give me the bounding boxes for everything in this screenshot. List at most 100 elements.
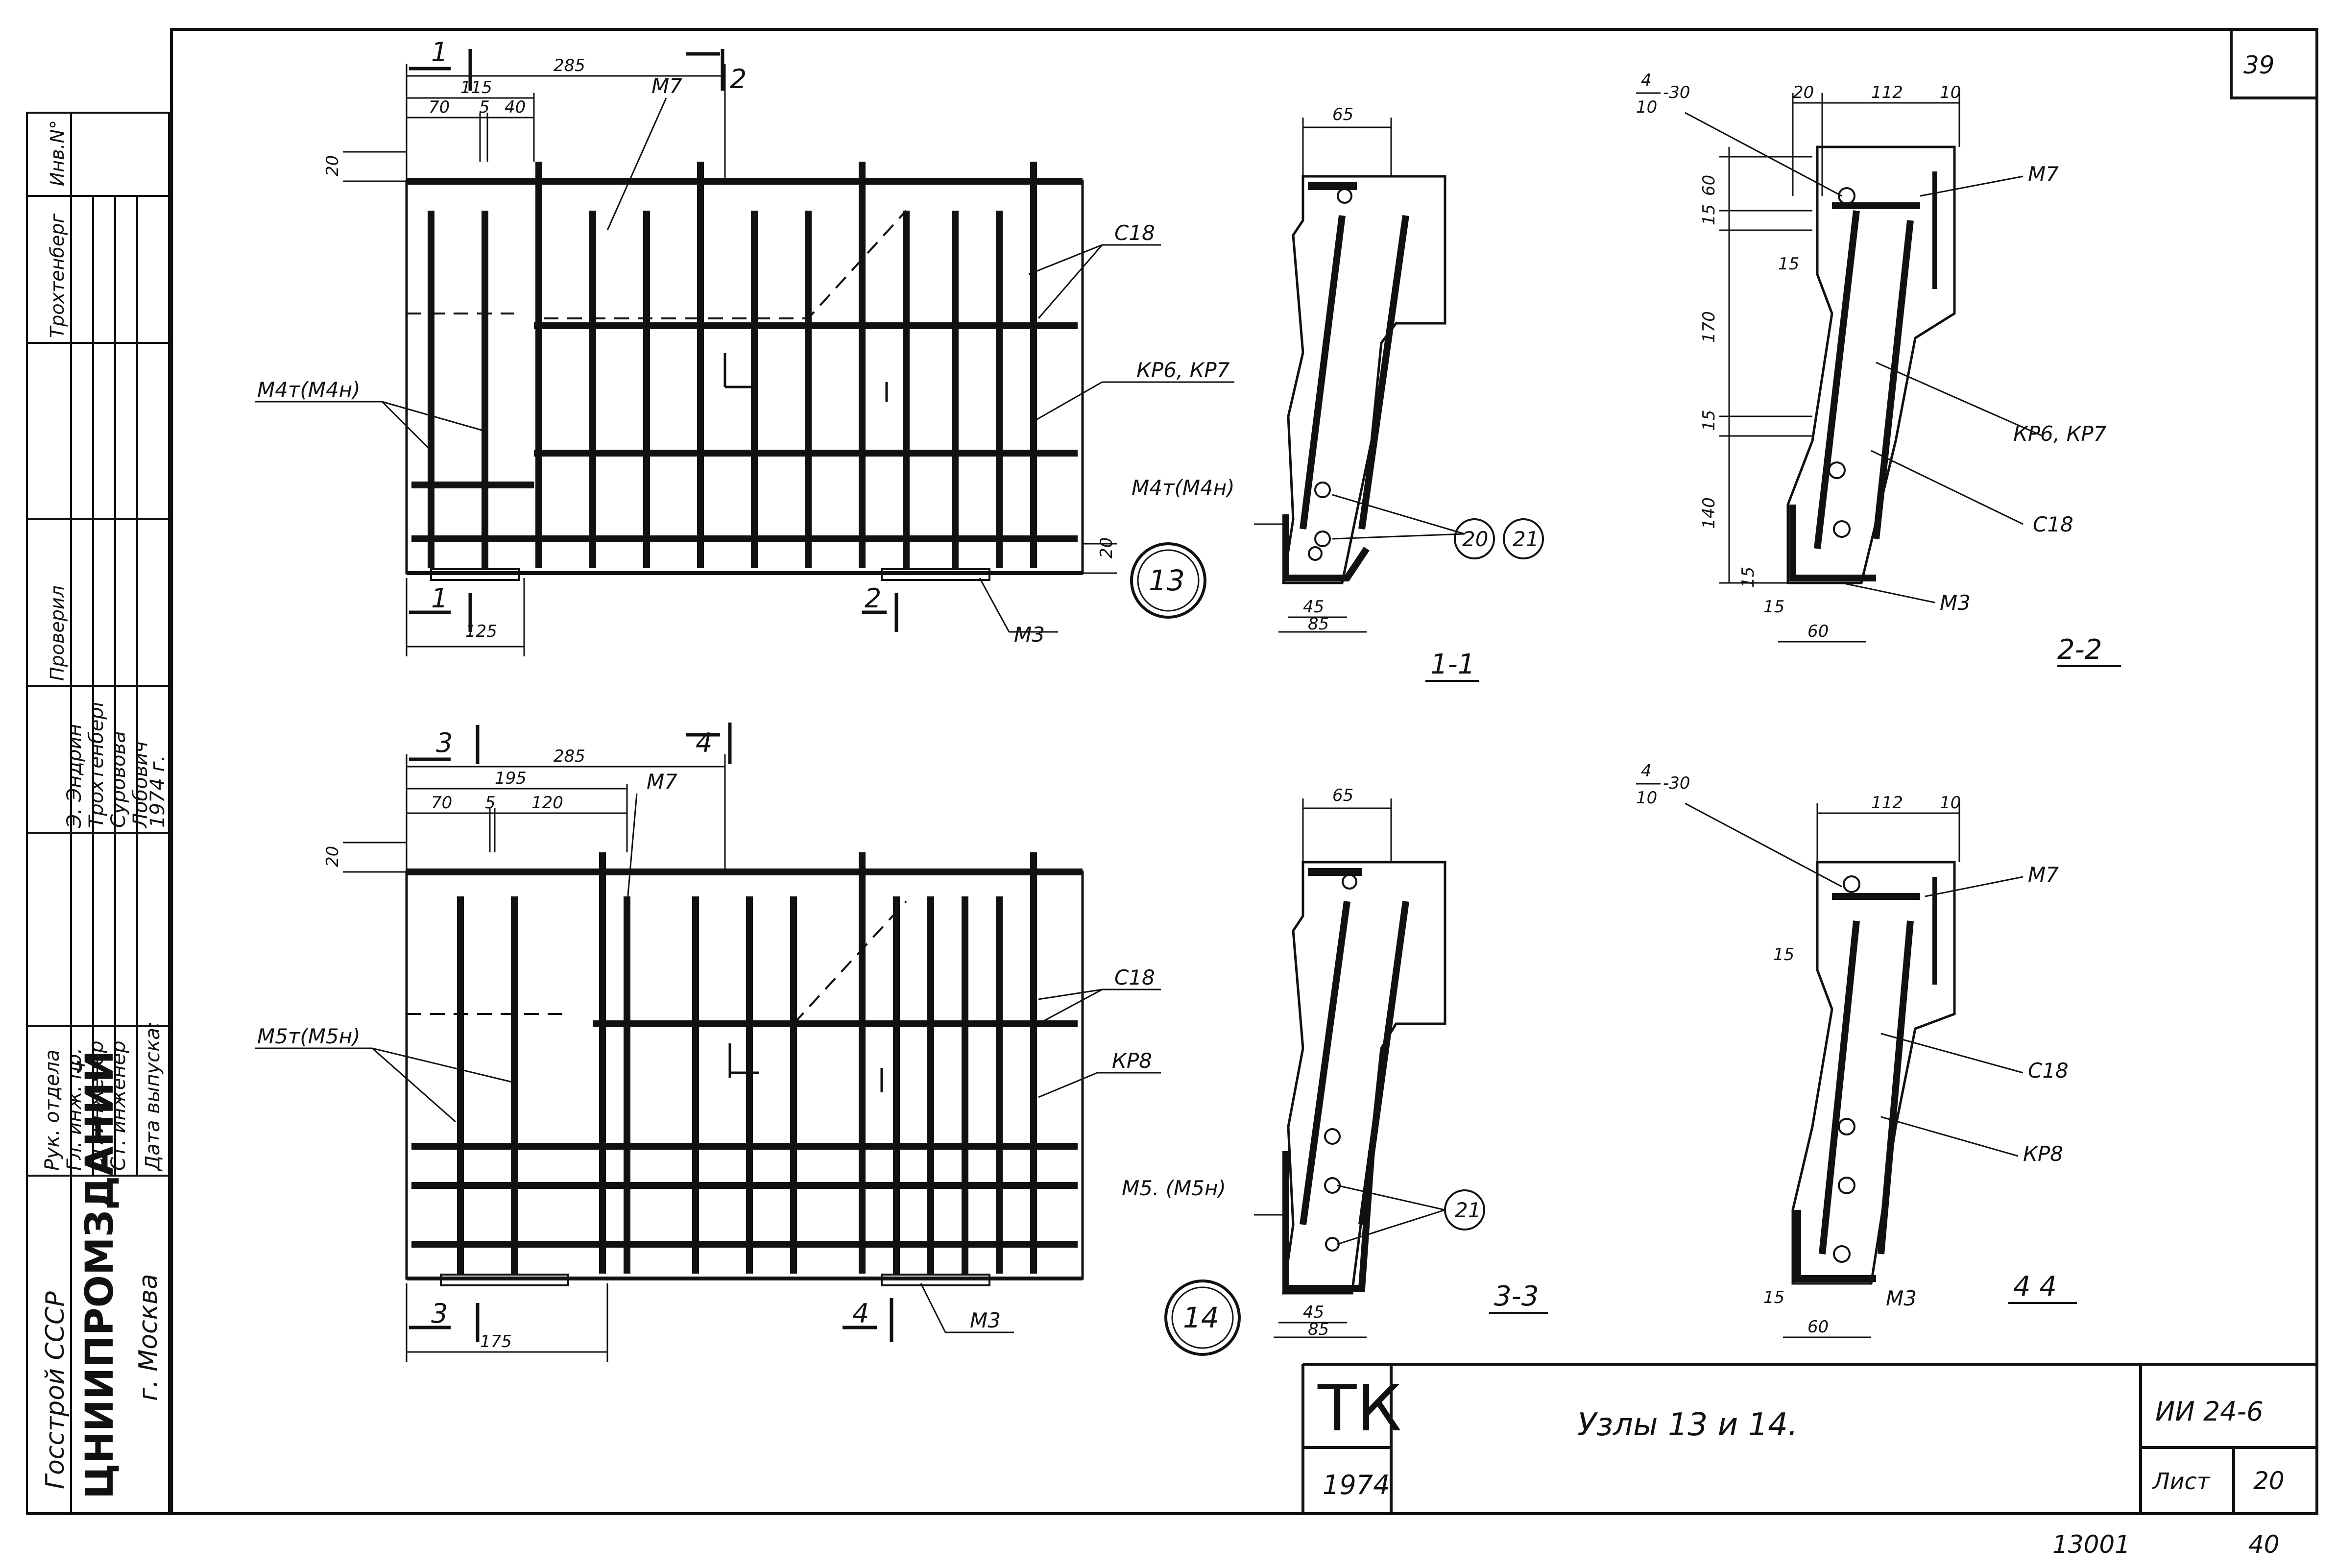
s22-dim-15d: 15	[1738, 567, 1758, 588]
node14-elevation	[405, 852, 1084, 1286]
section-3-3	[1254, 798, 1548, 1338]
section-2-2	[1685, 93, 2121, 667]
section-1-1	[1254, 118, 1544, 682]
n13-label-kp: КР6, КР7	[1136, 358, 1230, 382]
stamp-org2: ЦНИИПРОМЗДАНИЙ	[77, 1050, 122, 1499]
stamp-role-4: Ст. инженер	[107, 1040, 130, 1171]
n14-cut-4-top: 4	[696, 727, 712, 758]
n14-cut-4-bottom: 4	[852, 1298, 869, 1329]
s11-dim-85: 85	[1308, 614, 1329, 634]
s44-label-m7: М7	[2028, 863, 2059, 887]
n13-dim-285: 285	[554, 56, 585, 75]
node14-cut-marks	[409, 723, 893, 1342]
s22-label-kp: КР6, КР7	[2013, 422, 2107, 446]
s22-weld-den: 10	[1636, 97, 1657, 117]
s22-label-m3: М3	[1940, 591, 1971, 615]
s22-dim-15c: 15	[1699, 410, 1719, 431]
s22-dim-10: 10	[1940, 83, 1961, 102]
title-series: ИИ 24-6	[2155, 1396, 2264, 1427]
s22-dim-15a: 15	[1699, 204, 1719, 225]
s22-label-c18: С18	[2033, 512, 2073, 536]
stamp-role-2: Гл. инж. пр.	[63, 1048, 86, 1171]
s22-label-m7: М7	[2028, 162, 2059, 186]
s33-dim-85: 85	[1308, 1320, 1329, 1339]
node13-cut-marks	[409, 49, 898, 632]
bottom-code: 13001	[2052, 1530, 2130, 1559]
s11-dim-65: 65	[1332, 105, 1353, 124]
s11-circle-20: 20	[1462, 527, 1488, 551]
n14-label-m5: М5т(М5н)	[257, 1024, 361, 1048]
node13-dimensions	[343, 64, 1117, 656]
s44-dim-112: 112	[1871, 793, 1903, 813]
stamp-org1: Госстрой СССР	[41, 1291, 70, 1489]
s22-dim-112: 112	[1871, 83, 1903, 102]
stamp-top-role: Проверил	[47, 585, 68, 681]
n13-cut-2-top: 2	[730, 64, 747, 95]
s22-dim-60: 60	[1699, 175, 1719, 196]
stamp-role-3: Ст. инженер	[85, 1040, 108, 1171]
n14-dim-70: 70	[431, 793, 452, 813]
n14-cut-3-top: 3	[436, 727, 453, 758]
s44-weld-num: 4	[1641, 761, 1652, 781]
s44-dim-15b: 15	[1763, 1288, 1784, 1307]
s44-name: 4 4	[2013, 1271, 2057, 1303]
inventory-label: Инв.N°	[47, 120, 68, 186]
s44-dim-10: 10	[1940, 793, 1961, 813]
s22-name: 2-2	[2057, 634, 2102, 666]
n14-dim-195: 195	[495, 769, 527, 788]
n13-dim-115: 115	[460, 78, 492, 97]
n14-label-m3: М3	[970, 1308, 1001, 1332]
s11-circle-21: 21	[1513, 527, 1539, 551]
n13-label-m7: М7	[651, 74, 682, 98]
s22-weld-num: 4	[1641, 71, 1652, 90]
node13-elevation	[405, 162, 1084, 581]
n14-dim-20: 20	[323, 846, 342, 867]
n13-label-m3: М3	[1014, 623, 1045, 647]
n14-cut-3-bottom: 3	[431, 1298, 448, 1329]
n13-label-m4: М4т(М4н)	[257, 378, 361, 402]
s44-label-m3: М3	[1886, 1286, 1917, 1310]
title-block	[1301, 1363, 2317, 1514]
s22-weld-len: -30	[1663, 83, 1690, 102]
stamp-name-2: Трохтенберг	[85, 696, 108, 828]
s33-label-m5: М5. (М5н)	[1122, 1176, 1226, 1200]
s44-label-c18: С18	[2028, 1059, 2069, 1083]
s33-circle-21: 21	[1455, 1198, 1481, 1222]
s11-label-m4: М4т(М4н)	[1132, 476, 1235, 500]
s11-name: 1-1	[1430, 649, 1475, 680]
s22-dim-60b: 60	[1807, 622, 1829, 641]
title-name: Узлы 13 и 14.	[1577, 1407, 1798, 1443]
n13-dim-20a: 20	[323, 155, 342, 176]
stamp-name-1: Э. Эндрин	[63, 724, 86, 828]
n14-label-c18: С18	[1114, 965, 1155, 989]
s44-weld-len: -30	[1663, 773, 1690, 793]
s33-name: 3-3	[1494, 1280, 1539, 1312]
stamp-name-3: Суровова	[107, 731, 130, 828]
s22-dim-20: 20	[1793, 83, 1814, 102]
stamp-name-5: 1974 г.	[146, 755, 169, 828]
title-sheet-no: 20	[2253, 1467, 2285, 1495]
s44-dim-15a: 15	[1773, 945, 1794, 965]
n13-dim-70: 70	[429, 97, 450, 117]
s22-dim-170: 170	[1699, 311, 1719, 343]
n14-label-m7: М7	[647, 770, 677, 794]
n13-badge: 13	[1149, 564, 1185, 597]
s22-dim-15e: 15	[1763, 597, 1784, 617]
n14-dim-120: 120	[531, 793, 563, 813]
n13-cut-1-bottom: 1	[431, 583, 448, 614]
n13-dim-40: 40	[505, 97, 526, 117]
section-4-4	[1685, 802, 2077, 1338]
bottom-number: 40	[2248, 1530, 2280, 1559]
node14-dimensions	[343, 754, 726, 1362]
s33-dim-45: 45	[1303, 1303, 1324, 1322]
node13-leaders	[255, 97, 1234, 633]
s44-weld-den: 10	[1636, 788, 1657, 808]
s33-dim-65: 65	[1332, 786, 1353, 805]
stamp-city: г. Москва	[134, 1274, 163, 1401]
s11-dim-45: 45	[1303, 597, 1324, 617]
title-sheet-label: Лист	[2152, 1468, 2211, 1495]
stamp-role-1: Рук. отдела	[41, 1050, 64, 1171]
node14-leaders	[255, 793, 1241, 1356]
stamp-role-5: Дата выпуска:	[142, 1021, 164, 1172]
